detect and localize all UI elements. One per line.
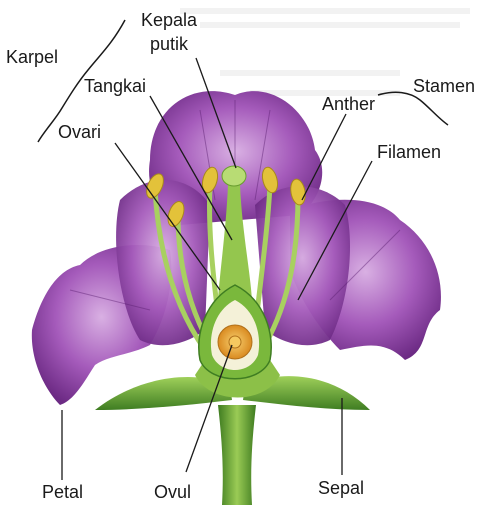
label-petal: Petal xyxy=(42,482,83,502)
stigma xyxy=(222,166,246,186)
stamen-bracket xyxy=(378,92,448,125)
label-stamen: Stamen xyxy=(413,76,475,96)
label-kepala-putik-line1: Kepala xyxy=(141,10,198,30)
label-tangkai: Tangkai xyxy=(84,76,146,96)
label-karpel: Karpel xyxy=(6,47,58,67)
label-ovari: Ovari xyxy=(58,122,101,142)
stem xyxy=(218,405,256,505)
ovule-core xyxy=(229,336,241,348)
label-anther: Anther xyxy=(322,94,375,114)
label-filamen: Filamen xyxy=(377,142,441,162)
label-ovul: Ovul xyxy=(154,482,191,502)
label-kepala-putik-line2: putik xyxy=(150,34,189,54)
label-sepal: Sepal xyxy=(318,478,364,498)
